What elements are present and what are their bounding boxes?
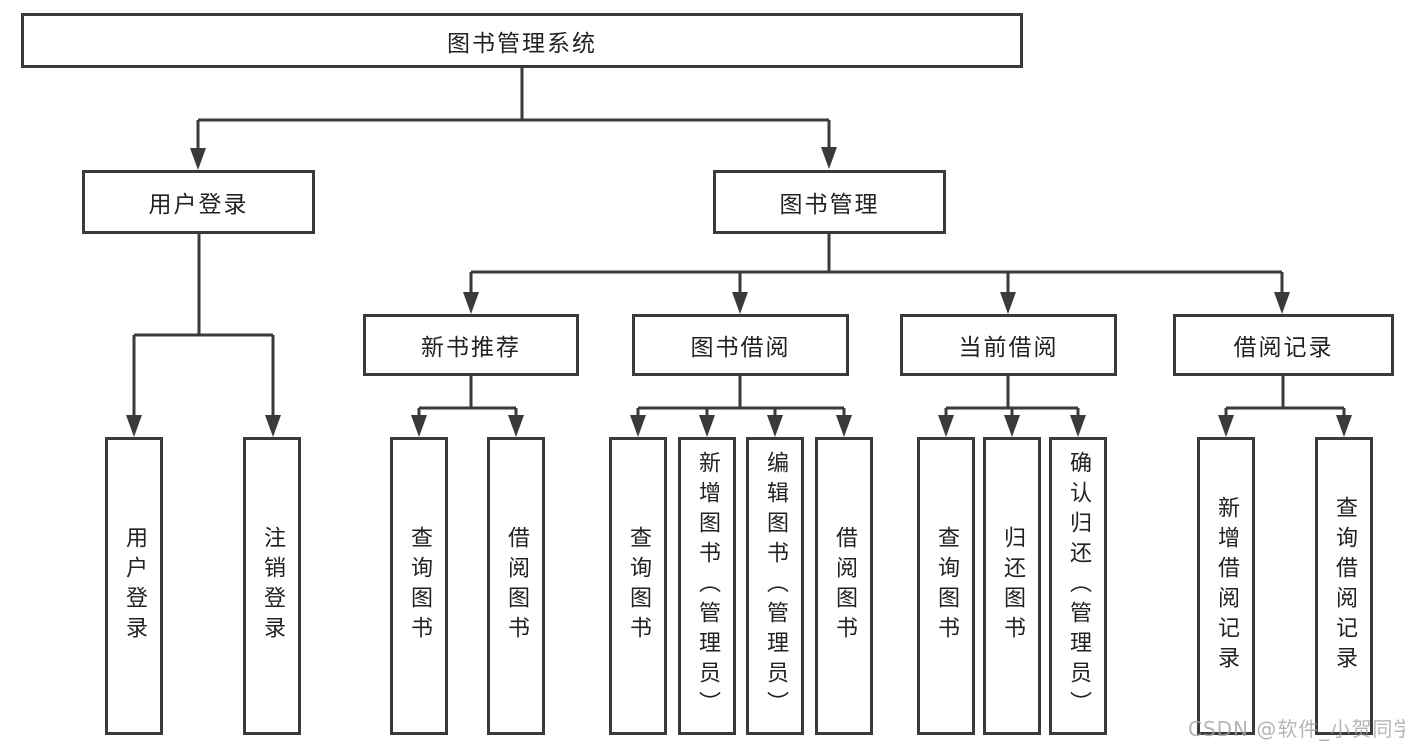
node-borrowing-records: 借阅记录 xyxy=(1173,314,1394,376)
connector-borrowing-records-to-leaves xyxy=(1218,376,1352,437)
leaf-user-login: 用户登录 xyxy=(105,437,163,735)
arrowhead-icon xyxy=(190,148,206,170)
node-user-login: 用户登录 xyxy=(82,170,315,234)
arrowhead-icon xyxy=(265,415,281,437)
connector-new-book-to-leaves xyxy=(411,376,524,437)
leaf-query-books-borrowing: 查询图书 xyxy=(609,437,667,735)
leaf-add-borrow-record: 新增借阅记录 xyxy=(1197,437,1255,735)
arrowhead-icon xyxy=(1004,415,1020,437)
arrowhead-icon xyxy=(1274,292,1290,314)
connector-root-to-level2 xyxy=(190,68,837,170)
connector-line xyxy=(132,234,275,420)
connector-line xyxy=(196,68,831,152)
node-book-management: 图书管理 xyxy=(713,170,946,234)
connector-line xyxy=(469,234,1284,297)
arrowhead-icon xyxy=(1070,415,1086,437)
leaf-return-books: 归还图书 xyxy=(983,437,1041,735)
arrowhead-icon xyxy=(699,415,715,437)
arrowhead-icon xyxy=(1218,415,1234,437)
arrowhead-icon xyxy=(508,415,524,437)
arrowhead-icon xyxy=(630,415,646,437)
arrowhead-icon xyxy=(1000,292,1016,314)
leaf-confirm-return-admin: 确认归还（管理员） xyxy=(1049,437,1107,735)
leaf-borrow-books-recommend: 借阅图书 xyxy=(487,437,545,735)
connector-book-management-to-level3 xyxy=(463,234,1290,314)
node-book-borrowing: 图书借阅 xyxy=(632,314,849,376)
arrowhead-icon xyxy=(767,415,783,437)
connector-line xyxy=(944,376,1080,420)
arrowhead-icon xyxy=(126,415,142,437)
arrowhead-icon xyxy=(821,147,837,169)
node-new-book-recommendation: 新书推荐 xyxy=(363,314,579,376)
node-current-borrowing: 当前借阅 xyxy=(900,314,1117,376)
arrowhead-icon xyxy=(836,415,852,437)
leaf-query-borrow-record: 查询借阅记录 xyxy=(1315,437,1373,735)
csdn-watermark: CSDN @软件_小贺同学 xyxy=(1188,717,1405,741)
connector-current-borrowing-to-leaves xyxy=(938,376,1086,437)
connector-line xyxy=(636,376,846,420)
connector-line xyxy=(417,376,518,420)
connector-line xyxy=(1224,376,1346,420)
connector-user-login-to-leaves xyxy=(126,234,281,437)
leaf-add-book-admin: 新增图书（管理员） xyxy=(678,437,736,735)
leaf-query-books-recommend: 查询图书 xyxy=(390,437,448,735)
leaf-edit-book-admin: 编辑图书（管理员） xyxy=(746,437,804,735)
arrowhead-icon xyxy=(732,292,748,314)
leaf-borrow-books-borrowing: 借阅图书 xyxy=(815,437,873,735)
connector-book-borrowing-to-leaves xyxy=(630,376,852,437)
arrowhead-icon xyxy=(1336,415,1352,437)
arrowhead-icon xyxy=(463,292,479,314)
arrowhead-icon xyxy=(411,415,427,437)
leaf-logout: 注销登录 xyxy=(243,437,301,735)
node-library-management-system: 图书管理系统 xyxy=(21,13,1023,68)
arrowhead-icon xyxy=(938,415,954,437)
leaf-query-books-current: 查询图书 xyxy=(917,437,975,735)
